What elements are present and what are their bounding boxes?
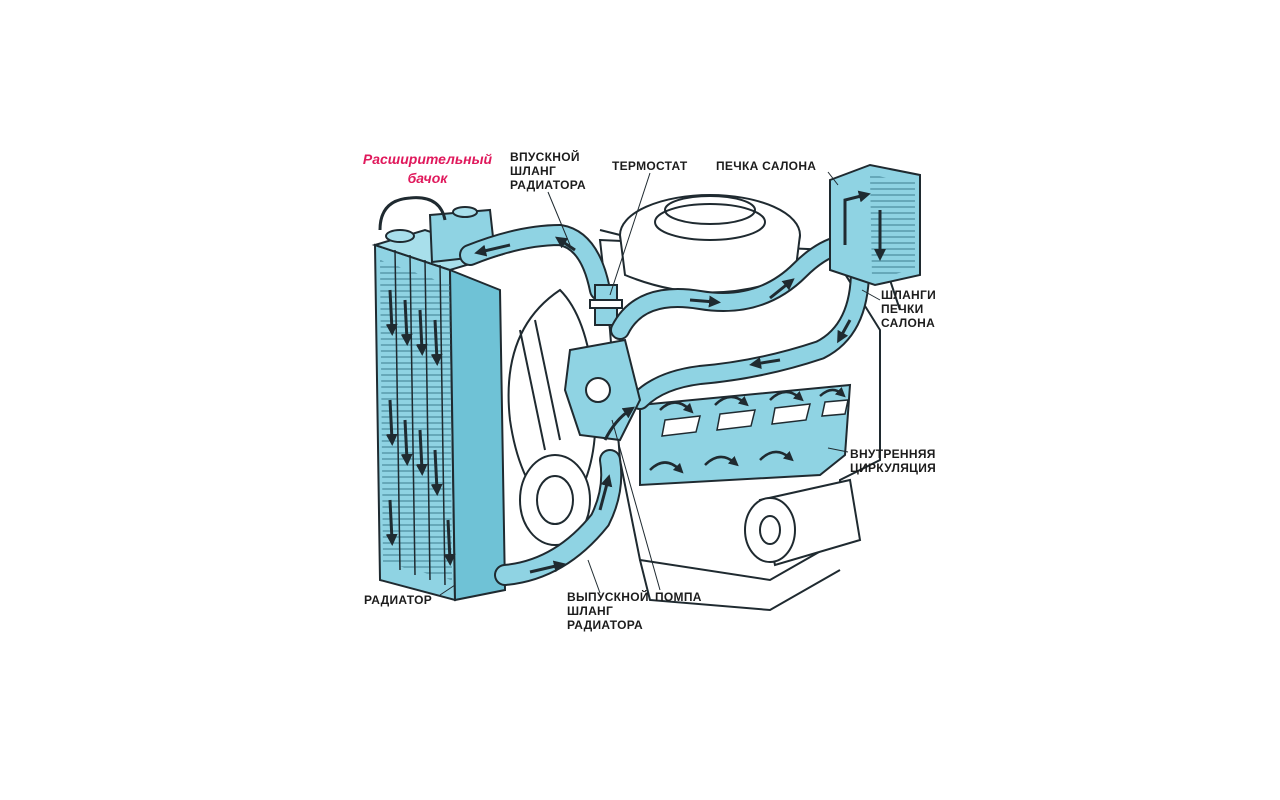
label-cabin-heater-text: ПЕЧКА САЛОНА bbox=[716, 159, 817, 173]
heater-hoses bbox=[610, 235, 870, 410]
outlet-hose bbox=[494, 406, 635, 586]
label-expansion-tank-line1: Расширительный bbox=[362, 151, 493, 167]
label-heater-hoses-line1: ШЛАНГИ bbox=[881, 288, 937, 302]
pulley-assembly bbox=[507, 288, 597, 546]
label-heater-hoses-line3: САЛОНА bbox=[881, 316, 936, 330]
label-inlet-hose-line3: РАДИАТОРА bbox=[510, 178, 586, 192]
label-expansion-tank-line2: бачок bbox=[407, 170, 448, 186]
leader-lines bbox=[439, 171, 881, 596]
thermostat-housing bbox=[589, 284, 623, 326]
label-inlet-hose-line2: ШЛАНГ bbox=[510, 164, 557, 178]
starter-motor bbox=[744, 478, 862, 567]
label-pump-text: ПОМПА bbox=[655, 590, 702, 604]
label-heater-hoses-line2: ПЕЧКИ bbox=[881, 302, 924, 316]
cabin-heater-core bbox=[829, 163, 921, 287]
label-thermostat: ТЕРМОСТАТ bbox=[612, 159, 688, 173]
label-inlet-hose: ВПУСКНОЙ ШЛАНГ РАДИАТОРА bbox=[510, 150, 586, 192]
label-inlet-hose-line1: ВПУСКНОЙ bbox=[510, 150, 580, 164]
label-heater-hoses: ШЛАНГИ ПЕЧКИ САЛОНА bbox=[881, 288, 936, 330]
label-cabin-heater: ПЕЧКА САЛОНА bbox=[716, 159, 816, 173]
label-outlet-hose: ВЫПУСКНОЙ ШЛАНГ РАДИАТОРА bbox=[567, 590, 649, 632]
label-outlet-hose-line2: ШЛАНГ bbox=[567, 604, 614, 618]
label-outlet-hose-line1: ВЫПУСКНОЙ bbox=[567, 590, 649, 604]
water-jacket bbox=[639, 383, 852, 487]
label-radiator: РАДИАТОР bbox=[364, 593, 432, 607]
label-internal-circulation-line2: ЦИРКУЛЯЦИЯ bbox=[850, 461, 937, 475]
label-pump: ПОМПА bbox=[655, 590, 702, 604]
air-filter bbox=[619, 194, 801, 294]
label-radiator-text: РАДИАТОР bbox=[364, 593, 433, 607]
water-pump bbox=[563, 338, 642, 442]
label-thermostat-text: ТЕРМОСТАТ bbox=[612, 159, 688, 173]
radiator bbox=[371, 228, 507, 602]
label-internal-circulation: ВНУТРЕННЯЯ ЦИРКУЛЯЦИЯ bbox=[850, 447, 936, 475]
label-internal-circulation-line1: ВНУТРЕННЯЯ bbox=[850, 447, 936, 461]
inlet-hose bbox=[459, 223, 611, 301]
label-outlet-hose-line3: РАДИАТОРА bbox=[567, 618, 643, 632]
label-expansion-tank: Расширительный бачок bbox=[355, 150, 500, 188]
